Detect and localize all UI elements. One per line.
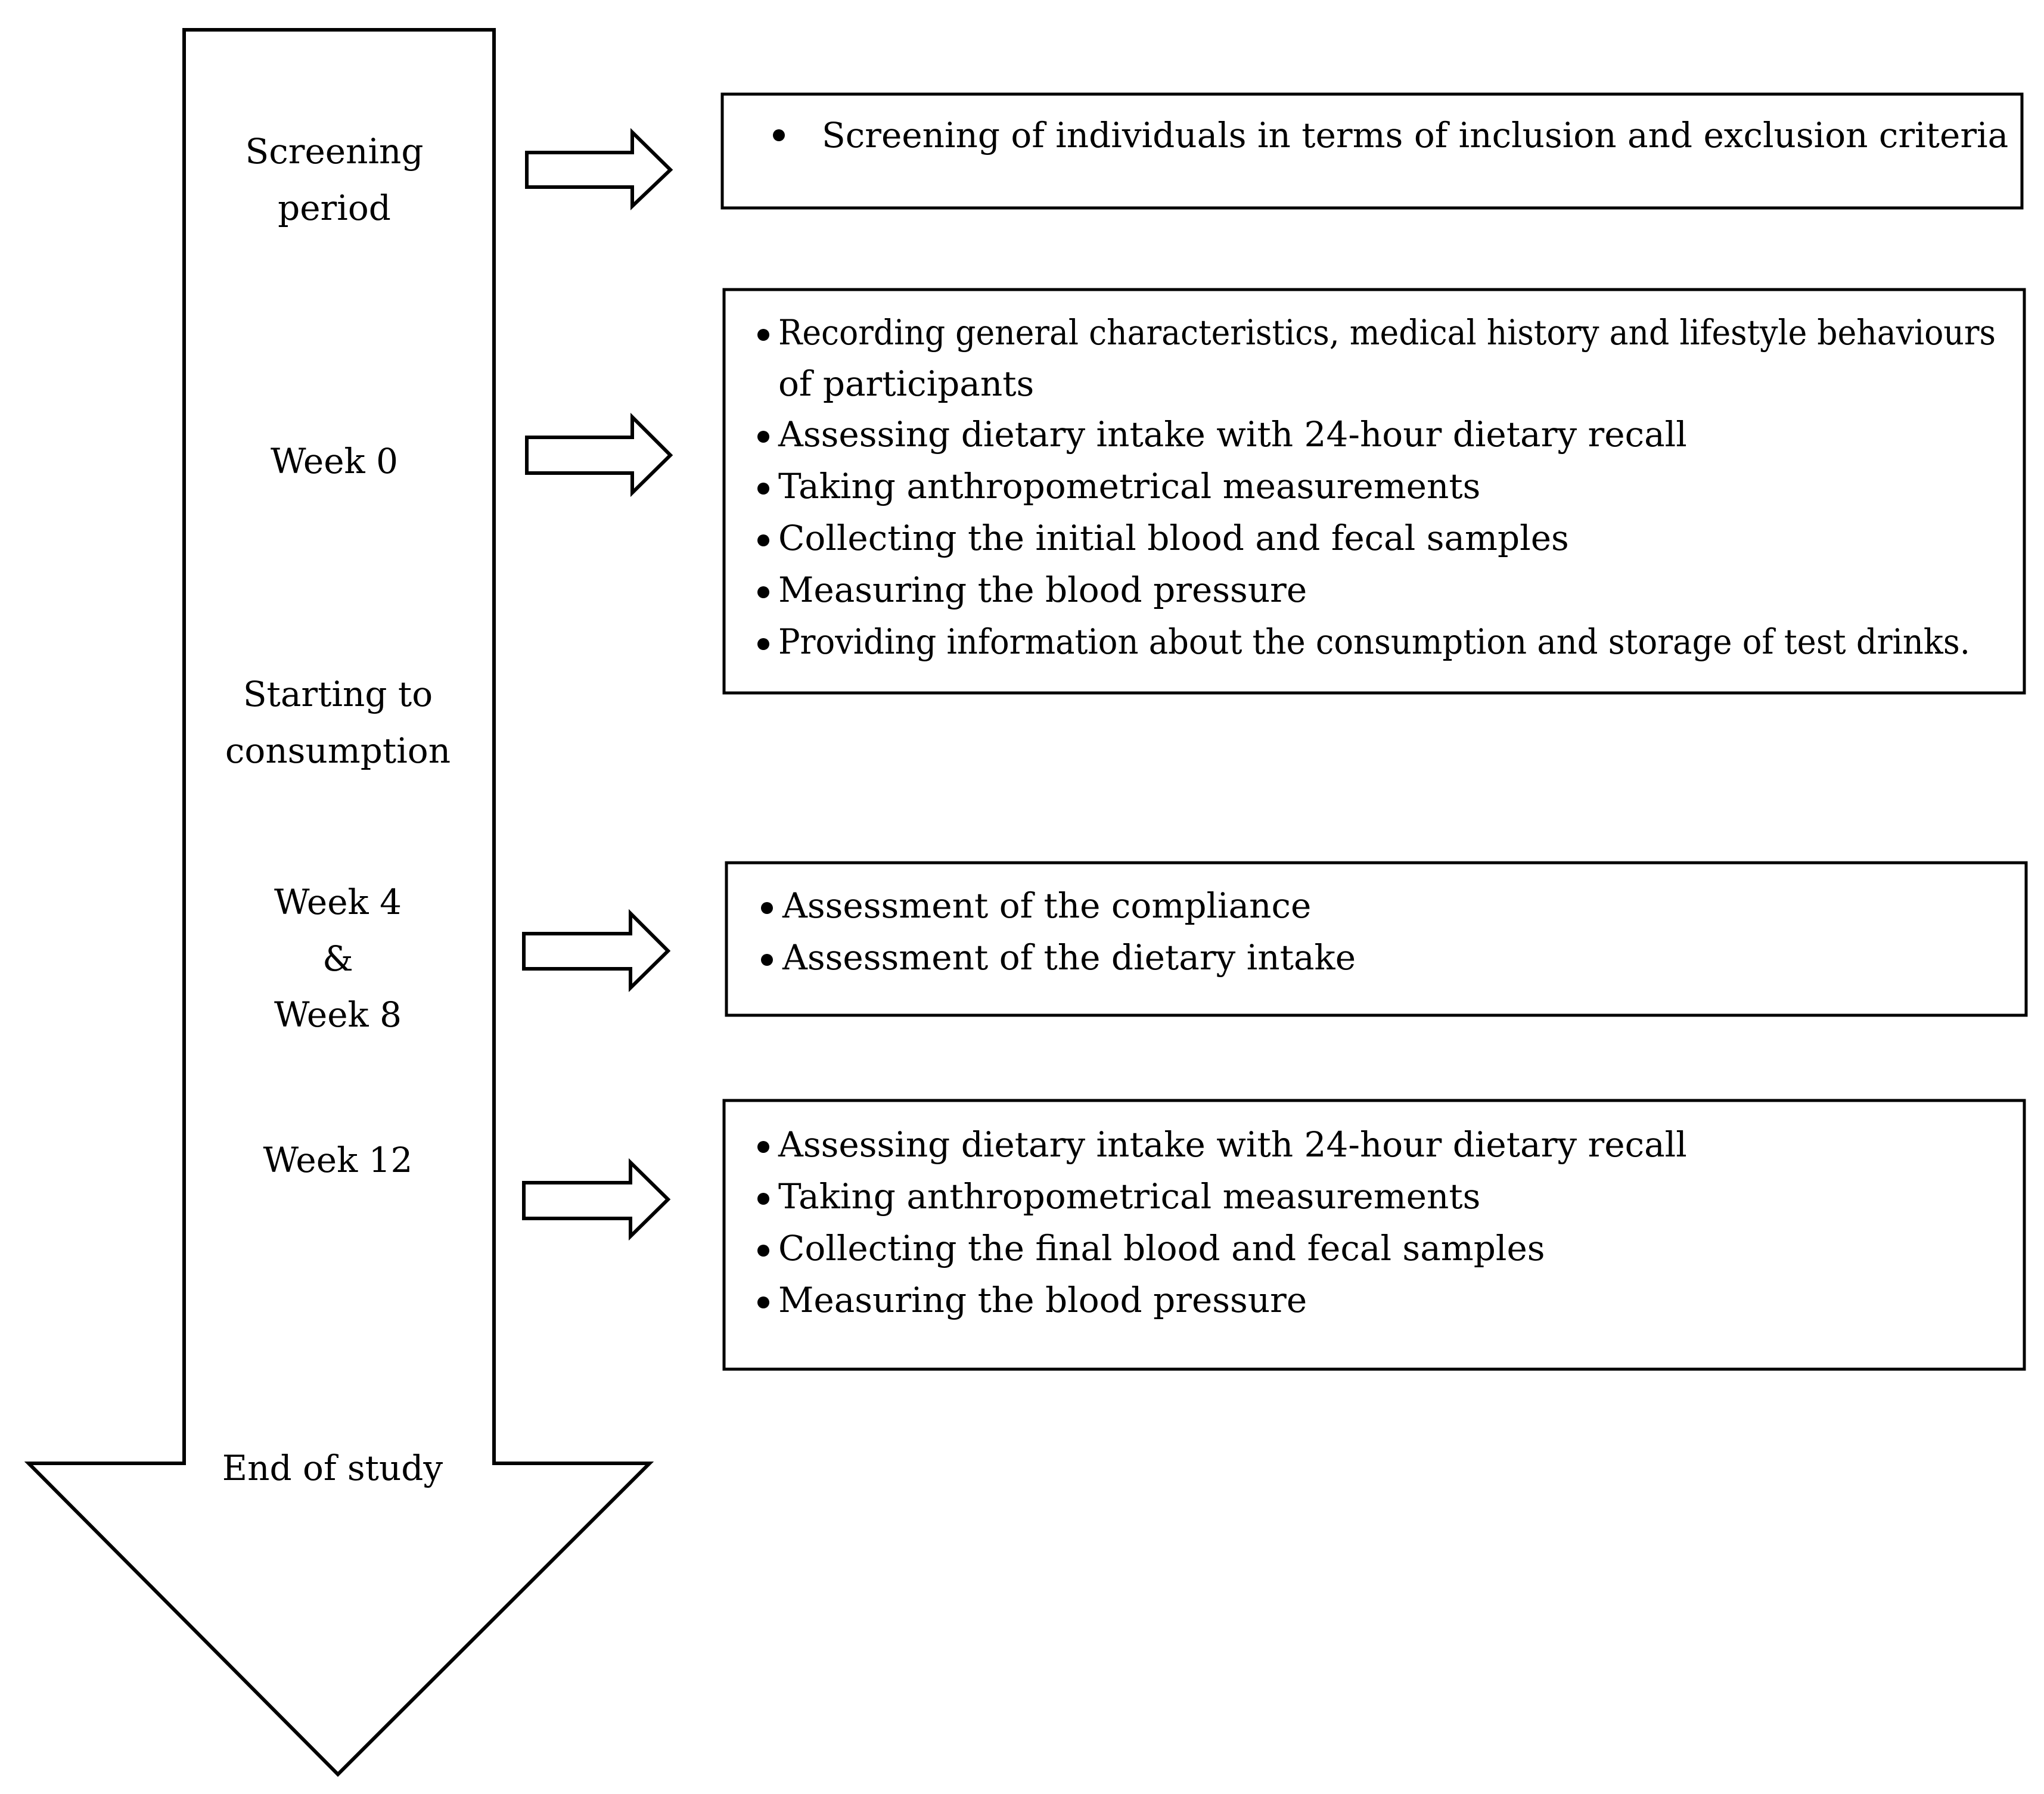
- box-screening-items: Screening of individuals in terms of inc…: [773, 115, 2008, 156]
- list-item: Measuring the blood pressure: [778, 1280, 1307, 1320]
- phase-label-screening: Screening period: [246, 131, 424, 228]
- bullet-dot: [773, 129, 785, 141]
- phase-label-line: End of study: [222, 1448, 443, 1488]
- list-item: Assessing dietary intake with 24-hour di…: [778, 1124, 1687, 1165]
- phase-label-line: Week 4: [274, 882, 402, 922]
- list-item: Screening of individuals in terms of inc…: [822, 115, 2008, 156]
- phase-label-line: Week 0: [271, 441, 398, 481]
- box-week0: [722, 288, 2026, 695]
- bullet-dot: [757, 1245, 769, 1257]
- arrow-screening: [525, 128, 673, 211]
- arrow-week12: [522, 1158, 671, 1241]
- arrow-week0: [525, 412, 673, 498]
- box-week12-items: Assessing dietary intake with 24-hour di…: [757, 1124, 1687, 1320]
- list-item-continuation: of participants: [778, 363, 1034, 404]
- arrow-week4-8: [522, 909, 671, 993]
- bullet-dot: [757, 329, 769, 341]
- phase-label-line: &: [322, 938, 353, 979]
- phase-label-line: Week 8: [274, 994, 402, 1035]
- phase-label-line: Screening: [246, 131, 424, 172]
- phase-label-line: consumption: [225, 730, 451, 771]
- box-screening: [720, 92, 2024, 210]
- phase-label-line: Starting to: [243, 674, 433, 714]
- timeline-arrow: [24, 28, 654, 1777]
- box-week12: [722, 1099, 2026, 1371]
- phase-label-line: period: [278, 188, 391, 228]
- box-week0-items: Recording general characteristics, medic…: [757, 312, 1996, 662]
- bullet-dot: [757, 431, 769, 443]
- phase-label-starting: Starting to consumption: [225, 674, 451, 771]
- list-item: Assessing dietary intake with 24-hour di…: [778, 414, 1687, 455]
- bullet-dot: [757, 1141, 769, 1153]
- list-item: Assessment of the dietary intake: [782, 937, 1356, 978]
- box-week4-8-items: Assessment of the compliance Assessment …: [761, 885, 1356, 978]
- list-item: Collecting the initial blood and fecal s…: [778, 518, 1569, 558]
- list-item: Collecting the final blood and fecal sam…: [778, 1228, 1545, 1268]
- list-item: Recording general characteristics, medic…: [778, 312, 1996, 353]
- list-item: Taking anthropometrical measurements: [778, 466, 1480, 506]
- phase-label-week0: Week 0: [271, 441, 398, 481]
- bullet-dot: [761, 902, 773, 914]
- box-week4-8: [725, 861, 2028, 1017]
- phase-label-week12: Week 12: [263, 1140, 413, 1180]
- list-item: Providing information about the consumpt…: [778, 621, 1970, 662]
- bullet-dot: [757, 534, 769, 546]
- bullet-dot: [757, 483, 769, 495]
- bullet-dot: [757, 638, 769, 650]
- bullet-dot: [761, 954, 773, 966]
- phase-label-line: Week 12: [263, 1140, 413, 1180]
- bullet-dot: [757, 1193, 769, 1205]
- bullet-dot: [757, 1296, 769, 1308]
- list-item: Assessment of the compliance: [782, 885, 1311, 926]
- list-item: Taking anthropometrical measurements: [778, 1176, 1480, 1217]
- bullet-dot: [757, 586, 769, 598]
- phase-label-end: End of study: [222, 1448, 443, 1488]
- list-item: Measuring the blood pressure: [778, 570, 1307, 610]
- phase-label-week4-8: Week 4 & Week 8: [274, 882, 402, 1035]
